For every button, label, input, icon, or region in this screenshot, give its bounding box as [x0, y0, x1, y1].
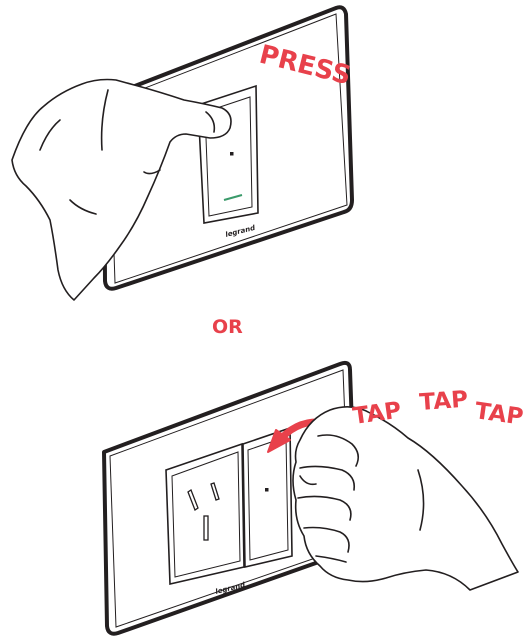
or-label: OR: [212, 316, 243, 338]
pressing-hand: [12, 80, 231, 301]
top-switch-dot: [230, 152, 234, 156]
tap-label-1: TAP: [351, 397, 403, 430]
press-label: PRESS: [256, 40, 354, 92]
bottom-switch-dot: [265, 488, 269, 492]
socket-pin-earth: [204, 516, 208, 540]
bottom-switch-module: [243, 428, 292, 567]
top-switch-illustration: legrand PRESS: [12, 7, 354, 300]
tapping-hand: [293, 407, 518, 590]
top-indicator-line: [224, 195, 242, 200]
bottom-switch-illustration: legrand TAP TAP TAP: [104, 363, 525, 634]
socket-pin-right: [211, 483, 219, 500]
tap-label-2: TAP: [419, 387, 469, 416]
power-socket-module: [166, 444, 244, 584]
tap-label-3: TAP: [473, 398, 525, 431]
socket-pin-left: [188, 490, 198, 510]
